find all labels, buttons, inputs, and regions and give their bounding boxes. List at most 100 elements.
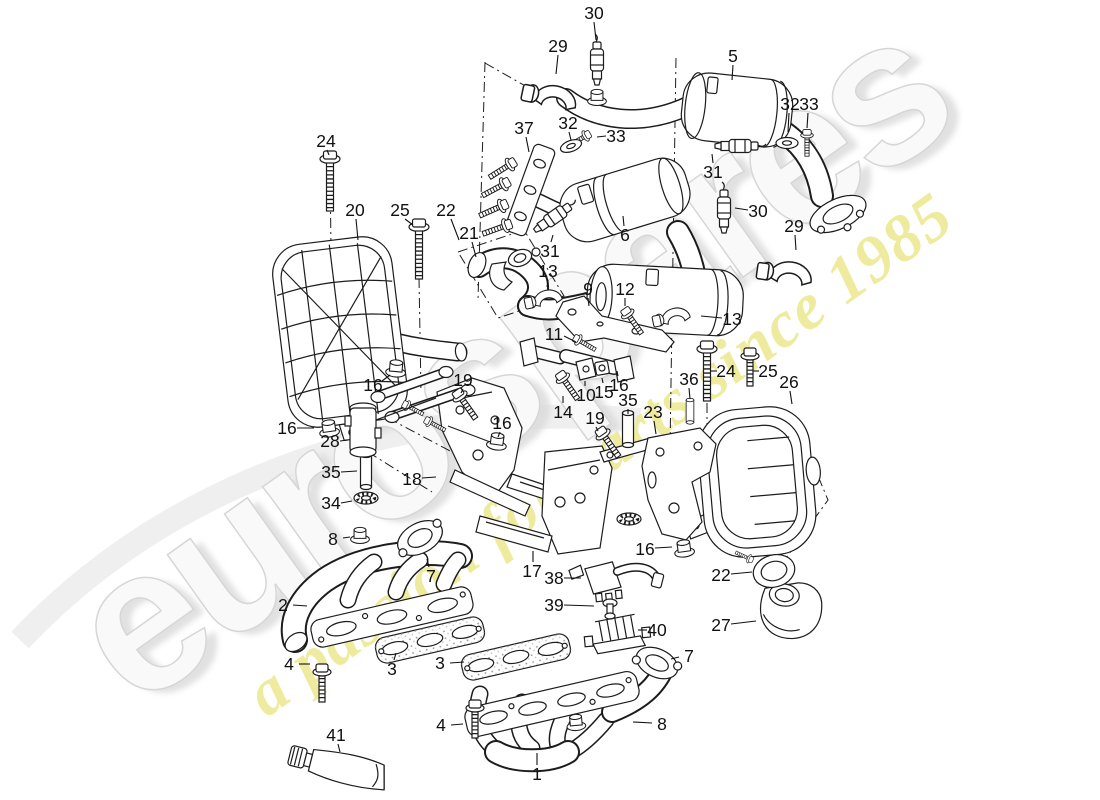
part-number-label[interactable]: 25 bbox=[390, 200, 409, 220]
leader-line bbox=[794, 234, 797, 251]
part-number-label[interactable]: 30 bbox=[748, 201, 768, 221]
part-number-label[interactable]: 19 bbox=[585, 408, 604, 428]
part-number-label[interactable]: 1 bbox=[532, 764, 542, 784]
flange-of-muffler-5 bbox=[809, 194, 867, 234]
leader-line bbox=[632, 721, 653, 724]
part-number-label[interactable]: 20 bbox=[345, 200, 365, 220]
part-number-label[interactable]: 15 bbox=[594, 382, 613, 402]
part-number-label[interactable]: 35 bbox=[321, 462, 340, 482]
part-number-label[interactable]: 29 bbox=[548, 36, 567, 56]
part-number-label[interactable]: 12 bbox=[615, 279, 634, 299]
part-number-label[interactable]: 31 bbox=[703, 162, 722, 182]
part-number-label[interactable]: 21 bbox=[459, 223, 478, 243]
part-number-label[interactable]: 6 bbox=[620, 225, 630, 245]
leader-line bbox=[449, 661, 465, 664]
part-number-label[interactable]: 5 bbox=[728, 46, 738, 66]
part-number-label[interactable]: 3 bbox=[387, 659, 397, 679]
part-number-label[interactable]: 17 bbox=[522, 561, 541, 581]
part-number-label[interactable]: 3 bbox=[435, 653, 445, 673]
part-number-label[interactable]: 41 bbox=[326, 725, 345, 745]
part-number-label[interactable]: 27 bbox=[711, 615, 730, 635]
part-number-label[interactable]: 40 bbox=[647, 620, 667, 640]
leader-line bbox=[292, 604, 308, 607]
part-number-label[interactable]: 4 bbox=[436, 715, 446, 735]
sealant-tube-41 bbox=[287, 745, 385, 791]
part-number-label[interactable]: 16 bbox=[363, 375, 382, 395]
part-number-label[interactable]: 16 bbox=[609, 375, 628, 395]
leader-line bbox=[471, 241, 477, 258]
oxygen-sensor-30-top bbox=[589, 33, 605, 86]
part-number-label[interactable]: 13 bbox=[538, 261, 557, 281]
part-number-label[interactable]: 16 bbox=[492, 413, 511, 433]
part-number-label[interactable]: 24 bbox=[316, 131, 336, 151]
part-number-label[interactable]: 4 bbox=[284, 654, 294, 674]
leader-line bbox=[381, 374, 391, 382]
part-number-label[interactable]: 31 bbox=[540, 241, 559, 261]
leader-line bbox=[337, 743, 341, 753]
bracket-22-top bbox=[489, 247, 541, 291]
part-number-label[interactable]: 23 bbox=[643, 402, 662, 422]
gasket-3-right bbox=[460, 633, 572, 681]
leader-line bbox=[340, 470, 358, 473]
part-number-label[interactable]: 10 bbox=[576, 385, 596, 405]
part-number-label[interactable]: 35 bbox=[618, 390, 637, 410]
exhaust-manifold-2 bbox=[280, 518, 474, 653]
leader-line bbox=[730, 620, 757, 625]
part-number-label[interactable]: 25 bbox=[758, 361, 777, 381]
part-number-label[interactable]: 7 bbox=[684, 646, 694, 666]
bracket-17 bbox=[475, 445, 613, 555]
grommet-39 bbox=[602, 598, 618, 620]
leader-line bbox=[601, 377, 604, 384]
leader-line bbox=[450, 218, 460, 241]
holder-10-15 bbox=[575, 357, 610, 381]
part-number-label[interactable]: 14 bbox=[553, 402, 573, 422]
part-number-label[interactable]: 38 bbox=[544, 568, 563, 588]
part-number-label[interactable]: 9 bbox=[583, 279, 593, 299]
leader-line bbox=[596, 135, 607, 138]
part-number-label[interactable]: 11 bbox=[545, 324, 563, 344]
leader-line bbox=[426, 558, 430, 568]
part-number-label[interactable]: 8 bbox=[657, 714, 667, 734]
part-number-label[interactable]: 32 bbox=[558, 113, 577, 133]
part-number-label[interactable]: 8 bbox=[328, 529, 338, 549]
bolt-25-topleft bbox=[409, 219, 429, 279]
part-number-label[interactable]: 28 bbox=[320, 431, 339, 451]
part-number-label[interactable]: 13 bbox=[722, 309, 741, 329]
bracket-38 bbox=[568, 561, 665, 603]
sleeve-35-center bbox=[621, 409, 635, 449]
part-number-label[interactable]: 32 bbox=[780, 94, 799, 114]
leader-line bbox=[730, 571, 753, 575]
part-number-label[interactable]: 7 bbox=[426, 566, 436, 586]
part-number-label[interactable]: 33 bbox=[606, 126, 625, 146]
part-number-label[interactable]: 30 bbox=[584, 3, 604, 23]
part-number-label[interactable]: 37 bbox=[514, 118, 533, 138]
part-number-label[interactable]: 24 bbox=[716, 361, 736, 381]
part-number-label[interactable]: 16 bbox=[277, 418, 296, 438]
part-number-label[interactable]: 18 bbox=[402, 469, 421, 489]
part-number-label[interactable]: 34 bbox=[321, 493, 341, 513]
leader-line bbox=[616, 370, 619, 377]
part-number-label[interactable]: 19 bbox=[453, 370, 472, 390]
part-number-label[interactable]: 36 bbox=[679, 369, 698, 389]
part-number-label[interactable]: 16 bbox=[635, 539, 654, 559]
part-number-label[interactable]: 33 bbox=[799, 94, 818, 114]
leader-line bbox=[688, 387, 691, 400]
flange-7-right bbox=[631, 646, 683, 680]
leader-line bbox=[731, 64, 734, 81]
leader-line bbox=[806, 112, 809, 129]
leader-line bbox=[550, 234, 554, 243]
part-number-label[interactable]: 22 bbox=[711, 565, 730, 585]
tailpipe-27 bbox=[760, 582, 823, 640]
part-number-label[interactable]: 29 bbox=[784, 216, 803, 236]
support-40 bbox=[583, 613, 652, 655]
leader-line bbox=[789, 390, 793, 405]
part-number-label[interactable]: 39 bbox=[544, 595, 563, 615]
leader-line bbox=[450, 723, 464, 726]
part-number-label[interactable]: 22 bbox=[436, 200, 455, 220]
leader-line bbox=[555, 54, 559, 75]
part-number-label[interactable]: 2 bbox=[278, 595, 288, 615]
leader-line bbox=[342, 536, 351, 539]
part-number-label[interactable]: 26 bbox=[779, 372, 798, 392]
sleeve-35-left bbox=[359, 451, 373, 491]
